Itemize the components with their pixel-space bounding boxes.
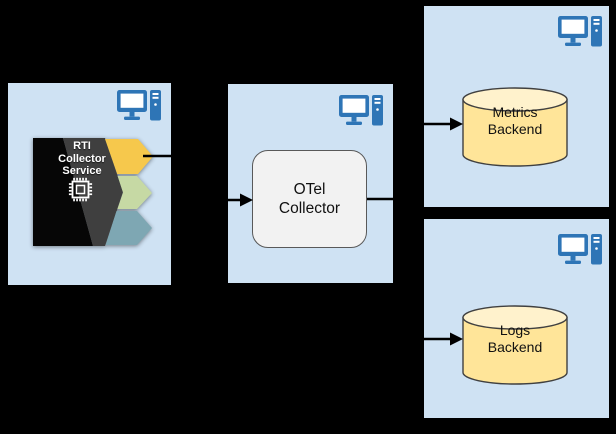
- metrics-label-line: Metrics: [492, 104, 538, 120]
- host-zone-logs-backend: Logs Backend: [424, 219, 609, 418]
- chip-icon: [68, 177, 93, 202]
- host-zone-otel-collector: OTel Collector: [228, 84, 393, 283]
- database-cylinder-icon: [462, 305, 568, 385]
- rti-label-line: Collector: [58, 152, 106, 165]
- rti-label-line: Service: [62, 165, 102, 177]
- logs-backend-node: Logs Backend: [462, 305, 568, 386]
- host-zone-rti-collector: RTI Collector Service: [8, 83, 171, 285]
- host-zone-metrics-backend: Metrics Backend: [424, 6, 609, 207]
- logs-label-line: Backend: [487, 339, 543, 355]
- otel-label-line: Collector: [278, 200, 341, 217]
- metrics-backend-node: Metrics Backend: [462, 87, 568, 168]
- rti-label-line: RTI: [73, 140, 91, 152]
- computer-icon: [558, 16, 602, 47]
- computer-icon: [339, 95, 383, 126]
- rti-collector-service-label: RTI Collector Service: [38, 140, 126, 178]
- rti-collector-service-node: [33, 138, 153, 246]
- computer-icon: [558, 234, 602, 265]
- database-cylinder-icon: [462, 87, 568, 167]
- computer-icon: [117, 90, 161, 121]
- metrics-label-line: Backend: [487, 121, 543, 137]
- metrics-backend-label: Metrics Backend: [462, 104, 568, 138]
- logs-label-line: Logs: [499, 322, 531, 338]
- otel-label-line: OTel: [293, 181, 326, 198]
- otel-collector-node: OTel Collector: [252, 150, 367, 248]
- logs-backend-label: Logs Backend: [462, 322, 568, 356]
